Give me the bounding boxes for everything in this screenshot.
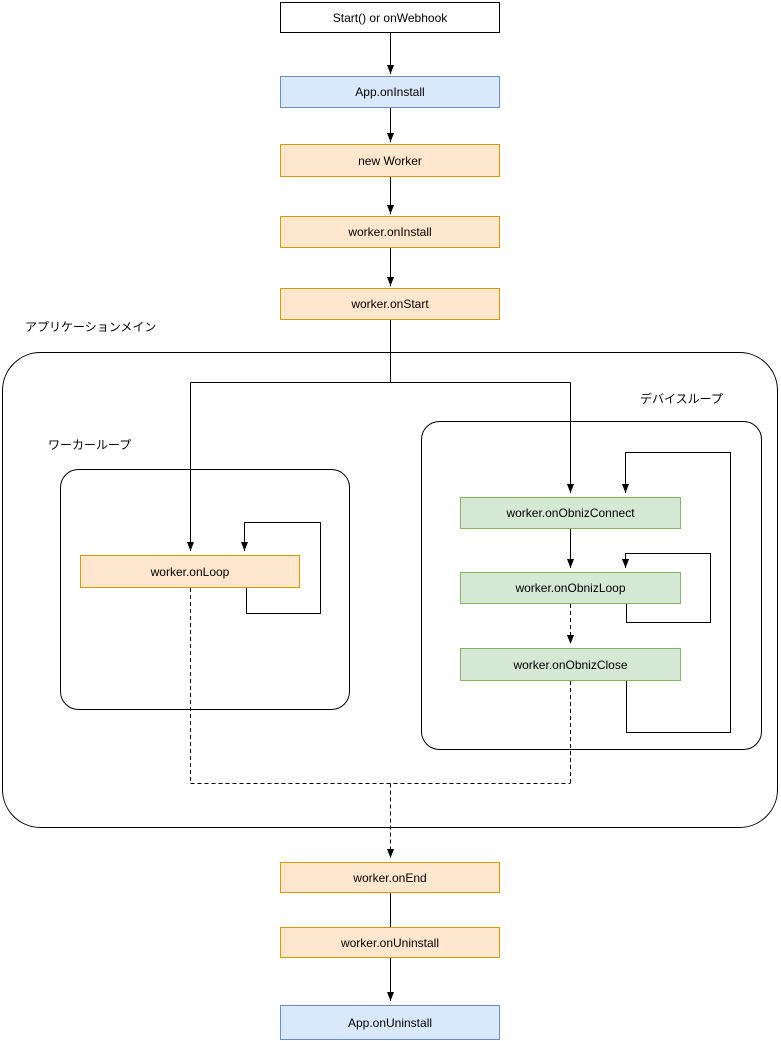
node-label: worker.onInstall <box>348 225 432 239</box>
container-device-loop <box>421 421 762 750</box>
node-worker-onuninstall: worker.onUninstall <box>280 927 500 958</box>
node-worker-onend: worker.onEnd <box>280 862 500 893</box>
edge-solid-arrows <box>187 33 731 1001</box>
edge-obnizclose-loop-to-obnizconnect <box>622 452 731 733</box>
node-worker-onobnizloop: worker.onObnizLoop <box>460 572 681 604</box>
node-label: App.onInstall <box>355 85 425 99</box>
label-app-main-container: アプリケーションメイン <box>25 320 157 334</box>
node-label: worker.onLoop <box>150 564 230 579</box>
edge-dashed-lines <box>190 588 571 784</box>
edge-plain-lines <box>190 320 571 927</box>
node-app-onuninstall: App.onUninstall <box>280 1005 500 1040</box>
node-worker-onstart: worker.onStart <box>280 288 500 320</box>
node-label: worker.onStart <box>351 297 429 311</box>
node-label: worker.onEnd <box>353 870 427 885</box>
node-new-worker: new Worker <box>280 144 500 177</box>
node-app-oninstall: App.onInstall <box>280 76 500 108</box>
node-worker-onobnizconnect: worker.onObnizConnect <box>460 497 681 529</box>
node-label: worker.onObnizConnect <box>506 506 635 520</box>
node-worker-onloop: worker.onLoop <box>80 555 300 588</box>
container-worker-loop <box>60 469 350 710</box>
node-label: Start() or onWebhook <box>332 10 448 25</box>
label-worker-loop-container: ワーカーループ <box>48 438 132 452</box>
node-start-or-onwebhook: Start() or onWebhook <box>280 2 500 33</box>
node-worker-onobnizclose: worker.onObnizClose <box>460 648 681 681</box>
node-label: worker.onObnizLoop <box>515 581 626 595</box>
node-label: worker.onUninstall <box>340 935 440 950</box>
label-device-loop-container: デバイスループ <box>640 392 723 406</box>
node-label: new Worker <box>358 153 422 168</box>
edge-dashed-arrows <box>387 604 574 858</box>
node-label: worker.onObnizClose <box>513 657 628 672</box>
node-worker-oninstall: worker.onInstall <box>280 216 500 248</box>
edge-onloop-self-loop <box>241 522 321 614</box>
edge-obnizloop-self-loop <box>622 553 711 623</box>
node-label: App.onUninstall <box>347 1015 433 1030</box>
